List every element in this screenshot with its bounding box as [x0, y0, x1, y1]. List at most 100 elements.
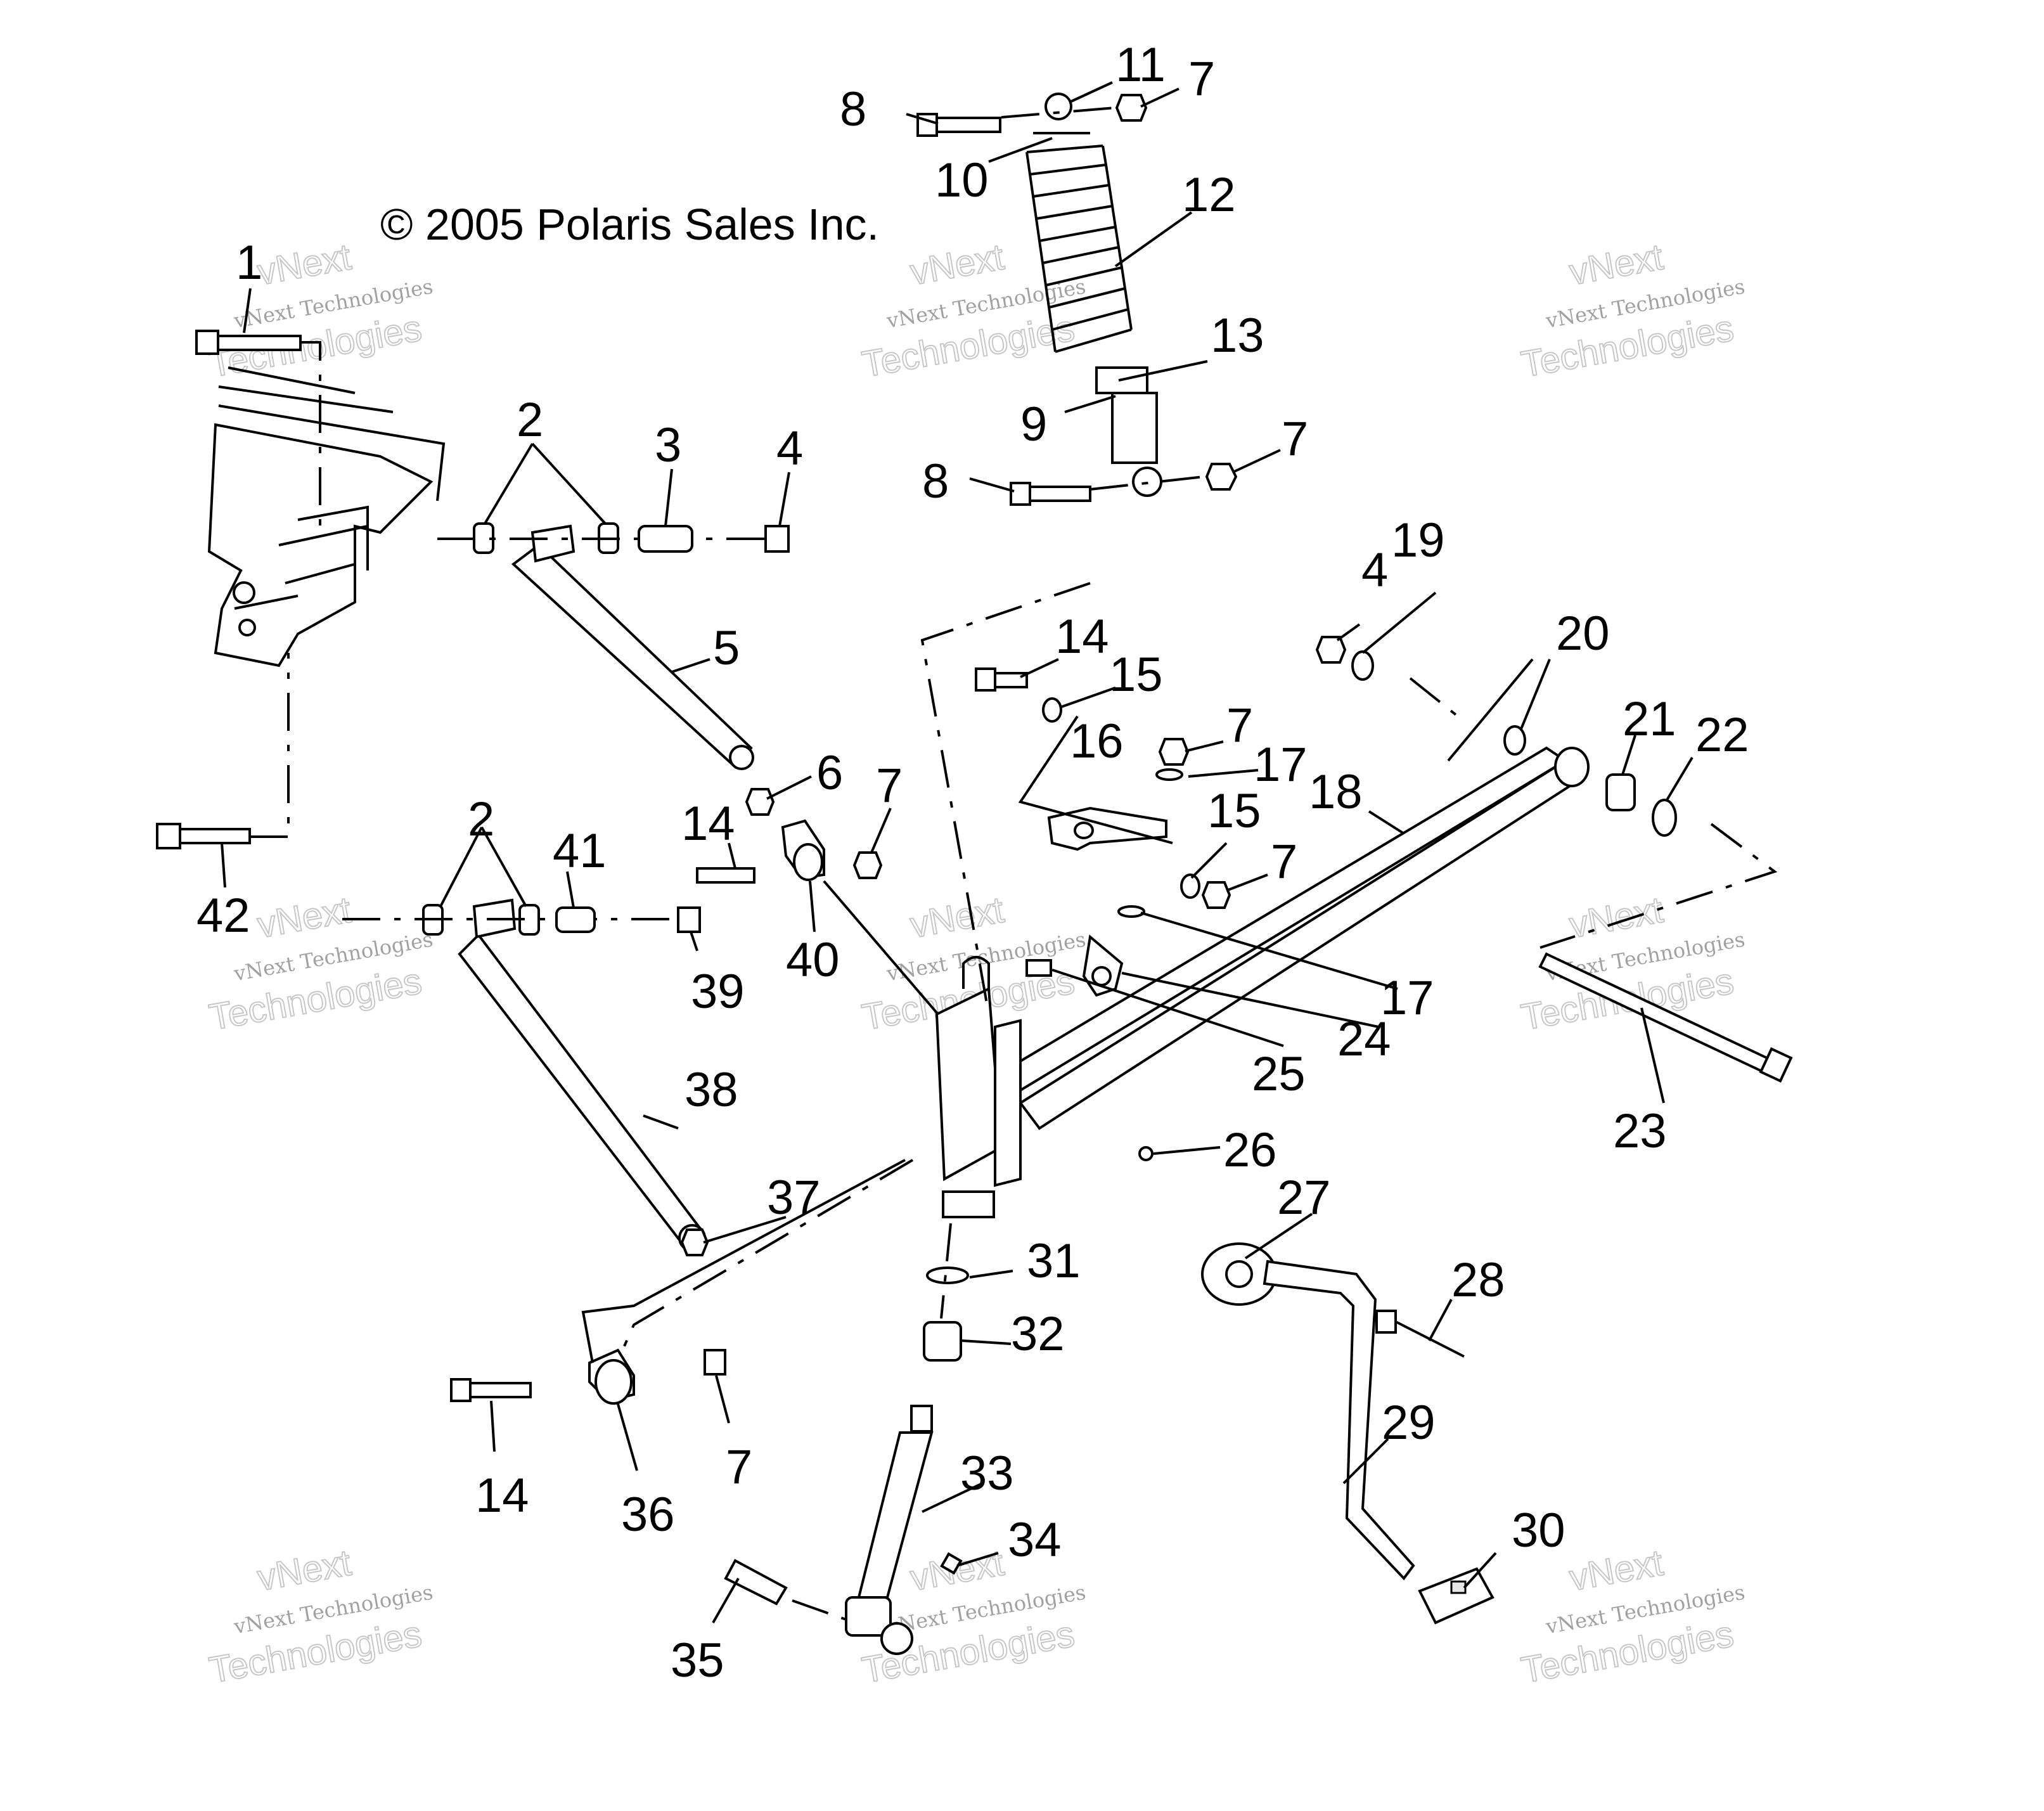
nut-7-shock-bottom — [1205, 463, 1238, 491]
watermark-line1: vNext — [254, 1542, 354, 1599]
callout-27: 27 — [1277, 1171, 1331, 1225]
callout-28: 28 — [1451, 1253, 1505, 1307]
callout-16: 16 — [1070, 714, 1124, 768]
callout-4-upper: 4 — [776, 422, 803, 475]
sleeve-41 — [555, 906, 596, 933]
callout-7-lower: 7 — [726, 1440, 752, 1494]
trailing-arm-18 — [1012, 746, 1590, 1130]
pedal-30 — [1418, 1567, 1494, 1625]
ball-joint-36 — [588, 1348, 635, 1405]
callout-15-upper: 15 — [1109, 648, 1163, 702]
callout-7-shock-top: 7 — [1188, 52, 1215, 106]
nut-7-shock-top — [1115, 94, 1148, 122]
callout-33: 33 — [960, 1447, 1014, 1500]
callout-1: 1 — [236, 236, 262, 290]
fitting-34 — [940, 1552, 963, 1575]
callout-3: 3 — [655, 418, 681, 472]
callout-8-top: 8 — [840, 82, 866, 136]
nut-7-lower — [704, 1349, 726, 1376]
spindle-knuckle — [935, 956, 1022, 1218]
chassis-bracket — [207, 366, 446, 667]
callout-14-mid: 14 — [681, 797, 735, 851]
callout-18: 18 — [1309, 765, 1363, 819]
watermark-mid-left: vNext vNext Technologies Technologies — [205, 889, 435, 1039]
callout-12: 12 — [1182, 168, 1236, 222]
nut-7-bracket — [1158, 738, 1190, 766]
callout-9: 9 — [1020, 397, 1047, 451]
leader-kingpin — [792, 1223, 952, 1621]
bolt-14-lower — [450, 1378, 532, 1402]
bolt-8-top — [916, 113, 1001, 137]
nut-4-upper — [764, 525, 790, 553]
callout-4-arm: 4 — [1361, 543, 1388, 597]
watermark-line1: vNext — [1566, 889, 1666, 946]
leader-bolt-1 — [300, 341, 321, 526]
callout-38: 38 — [685, 1063, 738, 1117]
watermark-bottom-left: vNext vNext Technologies Technologies — [205, 1542, 435, 1692]
callout-2-lower: 2 — [468, 792, 494, 846]
lower-a-arm-38 — [458, 898, 706, 1252]
clip-25 — [1025, 959, 1052, 977]
leader-bolt-42 — [250, 653, 290, 838]
callout-15-lower: 15 — [1207, 784, 1261, 838]
callout-14-lower: 14 — [475, 1469, 529, 1523]
callout-41: 41 — [553, 824, 607, 878]
callout-40: 40 — [786, 933, 840, 987]
callout-8-bottom: 8 — [922, 454, 949, 508]
washer-19 — [1351, 650, 1374, 681]
shock-absorber — [1025, 93, 1162, 497]
callout-7-bracket: 7 — [1226, 699, 1253, 752]
callout-26: 26 — [1223, 1123, 1277, 1177]
watermark-line1: vNext — [254, 236, 354, 293]
callout-32: 32 — [1011, 1307, 1065, 1361]
callout-23: 23 — [1613, 1104, 1667, 1158]
fitting-26 — [1138, 1146, 1154, 1161]
callout-5: 5 — [713, 621, 740, 675]
watermark-mid-right: vNext vNext Technologies Technologies — [1517, 889, 1747, 1039]
callout-39: 39 — [691, 965, 745, 1019]
bolt-1 — [195, 330, 302, 355]
watermark-line1: vNext — [1566, 236, 1666, 293]
callout-34: 34 — [1008, 1513, 1062, 1567]
ball-joint-40 — [781, 819, 825, 881]
callout-24: 24 — [1337, 1012, 1391, 1066]
washer-15-upper — [1042, 697, 1062, 723]
leader-shock-top — [1001, 106, 1116, 119]
washer-31 — [926, 1266, 969, 1284]
callout-19: 19 — [1391, 513, 1445, 567]
callout-29: 29 — [1382, 1396, 1436, 1450]
nut-7-lower-bracket — [1201, 881, 1231, 909]
callout-2-upper: 2 — [517, 393, 543, 447]
callout-13: 13 — [1211, 309, 1264, 363]
bushing-21 — [1605, 773, 1636, 811]
pin-28 — [1375, 1310, 1465, 1358]
callout-17-upper: 17 — [1254, 738, 1308, 792]
callout-10: 10 — [935, 153, 989, 207]
washer-20 — [1503, 725, 1526, 756]
callout-21: 21 — [1623, 692, 1676, 746]
nut-6 — [745, 788, 775, 816]
callout-labels: 1 2 3 4 5 6 7 8 10 11 7 12 13 9 8 7 4 19… — [196, 38, 1749, 1687]
lever-29 — [1263, 1260, 1415, 1581]
callout-42: 42 — [196, 889, 250, 943]
bolt-14-mid — [696, 867, 755, 884]
leader-pivot-right — [1409, 677, 1778, 949]
sleeve-35 — [724, 1559, 788, 1606]
callout-7-mid: 7 — [876, 759, 903, 813]
copyright-text: © 2005 Polaris Sales Inc. — [380, 200, 879, 249]
callout-20: 20 — [1556, 607, 1610, 661]
callout-17-lower: 17 — [1380, 971, 1434, 1025]
callout-22: 22 — [1695, 708, 1749, 762]
watermark-top-right: vNext vNext Technologies Technologies — [1517, 236, 1747, 386]
watermark-line1: vNext — [907, 1542, 1006, 1599]
washer-15-lower — [1180, 873, 1200, 899]
leader-lines — [221, 81, 1694, 1623]
callout-37: 37 — [767, 1171, 821, 1225]
callout-25: 25 — [1252, 1047, 1306, 1101]
upper-a-arm-5 — [511, 524, 754, 770]
watermark-line1: vNext — [907, 889, 1006, 946]
nut-7-mid — [852, 851, 883, 879]
leader-spindle-upper — [920, 582, 1091, 1015]
callout-31: 31 — [1027, 1234, 1081, 1288]
